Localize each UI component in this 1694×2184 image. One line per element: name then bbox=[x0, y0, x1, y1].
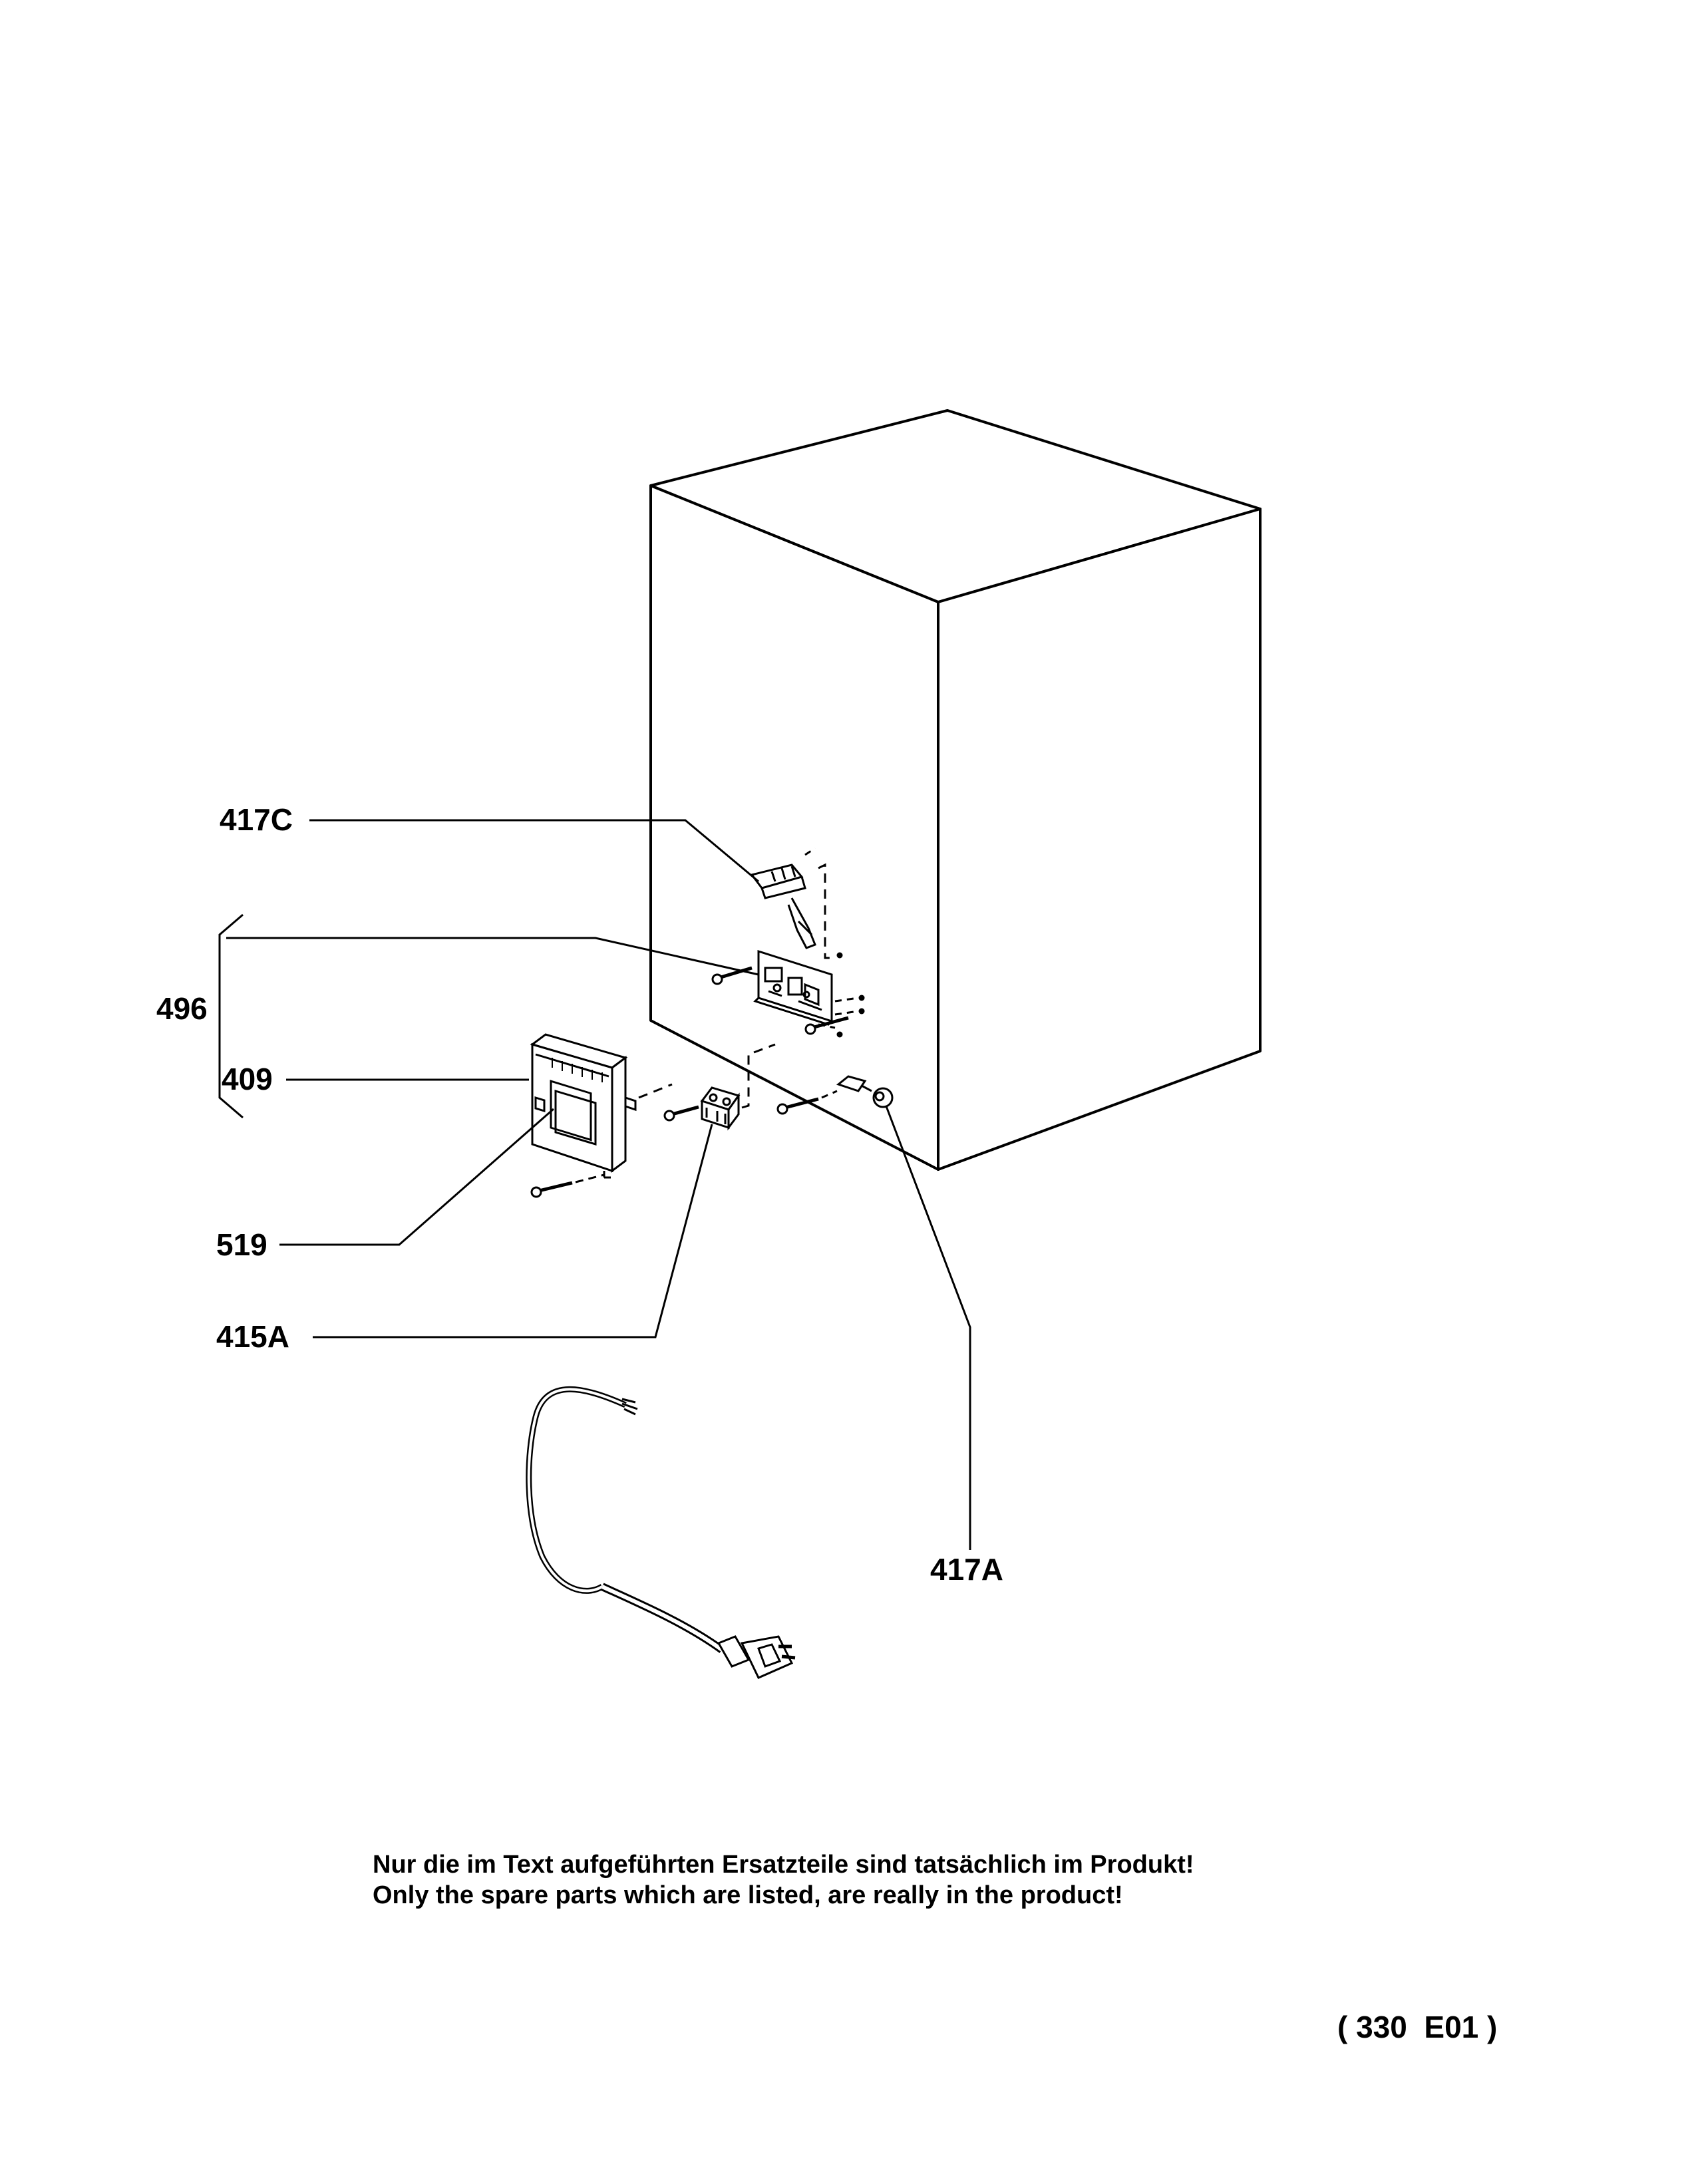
label-519: 519 bbox=[216, 1227, 267, 1262]
part-417a-cable-clamp bbox=[776, 1075, 894, 1115]
part-496-pcb bbox=[711, 949, 865, 1038]
label-496: 496 bbox=[156, 991, 208, 1026]
leader-417c bbox=[309, 819, 759, 883]
part-417c-switch bbox=[750, 847, 843, 959]
spare-parts-note: Nur die im Text aufgeführten Ersatzteile… bbox=[373, 1849, 1194, 1911]
label-415a: 415A bbox=[216, 1319, 289, 1354]
part-415a-terminal-block bbox=[663, 1043, 776, 1131]
note-german: Nur die im Text aufgeführten Ersatzteile… bbox=[373, 1851, 1194, 1879]
part-409-control-box bbox=[530, 1033, 673, 1198]
label-417c: 417C bbox=[220, 802, 293, 837]
power-cord-plug bbox=[526, 1386, 796, 1679]
label-417a: 417A bbox=[930, 1552, 1003, 1587]
diagram-code: ( 330 E01 ) bbox=[1337, 2010, 1498, 2044]
leader-415a bbox=[313, 1124, 713, 1338]
leader-417a bbox=[885, 1106, 971, 1550]
bracket-496 bbox=[218, 913, 244, 1119]
label-409: 409 bbox=[222, 1062, 273, 1096]
leader-496 bbox=[226, 937, 759, 976]
note-english: Only the spare parts which are listed, a… bbox=[373, 1881, 1123, 1909]
leader-519 bbox=[279, 1108, 554, 1246]
cabinet-box bbox=[649, 409, 1262, 1171]
